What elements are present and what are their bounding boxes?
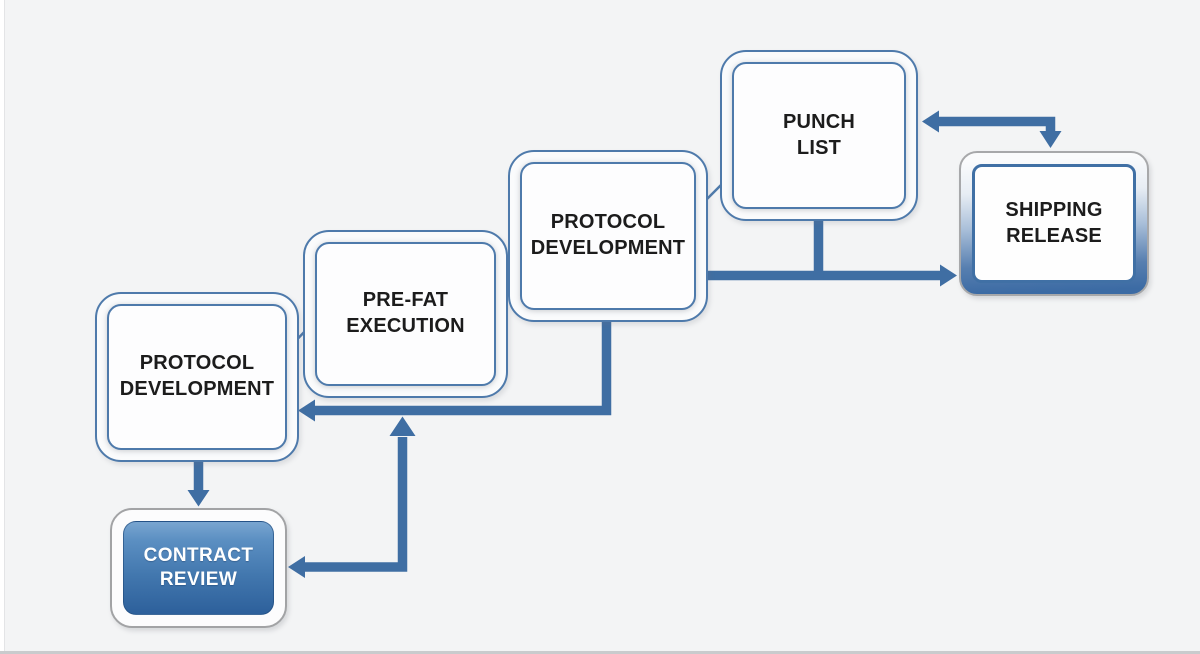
node-inner-panel: PROTOCOL DEVELOPMENT bbox=[520, 162, 696, 310]
node-label: PROTOCOL DEVELOPMENT bbox=[119, 352, 275, 400]
node-label: CONTRACT REVIEW bbox=[143, 544, 254, 590]
arrowhead-left-icon bbox=[288, 556, 305, 578]
arrowhead-left-icon bbox=[298, 399, 315, 422]
arrowhead-up-icon bbox=[389, 416, 416, 436]
node-label: PRE-FAT EXECUTION bbox=[346, 289, 465, 337]
node-contract-review[interactable]: CONTRACT REVIEW bbox=[110, 508, 287, 628]
connector-punchlist-shipping-double bbox=[922, 110, 1062, 148]
node-label: PROTOCOL DEVELOPMENT bbox=[530, 211, 686, 259]
node-shipping-release[interactable]: SHIPPING RELEASE bbox=[959, 151, 1149, 296]
node-inner-panel: PRE-FAT EXECUTION bbox=[315, 242, 496, 386]
connector-contract-prefat-double bbox=[288, 416, 416, 578]
arrowhead-right-icon bbox=[940, 264, 957, 287]
node-protocol-development-2[interactable]: PROTOCOL DEVELOPMENT bbox=[508, 150, 708, 322]
node-punch-list[interactable]: PUNCH LIST bbox=[720, 50, 918, 221]
canvas-left-edge bbox=[0, 0, 5, 654]
node-label: SHIPPING RELEASE bbox=[1005, 198, 1103, 247]
arrowhead-down-icon bbox=[187, 490, 210, 507]
node-inner-panel: PROTOCOL DEVELOPMENT bbox=[107, 304, 287, 450]
node-label: PUNCH LIST bbox=[782, 110, 856, 159]
connector-protocol2-to-shipping bbox=[708, 264, 957, 287]
arrowhead-down-icon bbox=[1039, 131, 1062, 148]
node-pre-fat-execution[interactable]: PRE-FAT EXECUTION bbox=[303, 230, 508, 398]
node-inner-panel: PUNCH LIST bbox=[732, 62, 906, 209]
node-inner-panel: CONTRACT REVIEW bbox=[123, 521, 274, 615]
connector-protocol1-to-contract bbox=[187, 461, 210, 507]
arrowhead-left-icon bbox=[922, 110, 939, 133]
canvas-bottom-edge bbox=[0, 651, 1200, 654]
connector-protocol2-to-protocol1 bbox=[298, 321, 612, 422]
node-protocol-development-1[interactable]: PROTOCOL DEVELOPMENT bbox=[95, 292, 299, 462]
node-inner-panel: SHIPPING RELEASE bbox=[972, 164, 1136, 283]
